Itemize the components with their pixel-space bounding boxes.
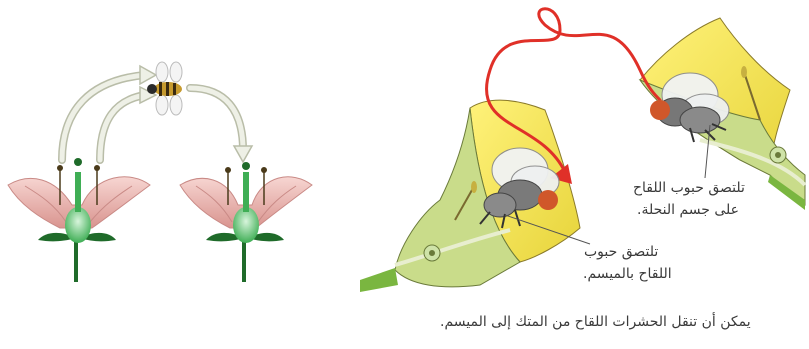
pistil-right-flower bbox=[233, 207, 259, 243]
left-flower bbox=[8, 158, 150, 282]
caption: يمكن أن تنقل الحشرات اللقاح من المتك إلى… bbox=[440, 314, 751, 330]
label-pollen-on-stigma-line2: اللقاح بالميسم. bbox=[583, 266, 672, 282]
label-pollen-on-stigma-line1: تلتصق حبوب bbox=[584, 244, 658, 260]
small-bee bbox=[147, 62, 182, 115]
label-pollen-on-bee-line2: على جسم النحلة. bbox=[637, 202, 739, 218]
pistil-left-flower bbox=[65, 207, 91, 243]
arrow-right-down bbox=[190, 88, 243, 150]
left-arrows bbox=[62, 66, 252, 162]
label-pollen-on-bee-line1: تلتصق حبوب اللقاح bbox=[633, 180, 745, 196]
right-flower bbox=[180, 162, 312, 282]
